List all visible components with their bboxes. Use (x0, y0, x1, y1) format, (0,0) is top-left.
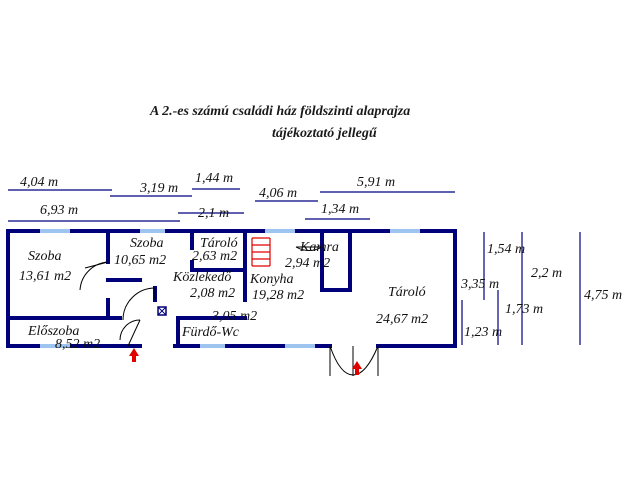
room-name: Tároló (388, 285, 426, 300)
dim-label: 3,19 m (140, 181, 179, 196)
room-name: Konyha (250, 272, 294, 287)
room-area: 10,65 m2 (114, 253, 167, 268)
room-name: Szoba (130, 236, 164, 251)
room-area: 8,52 m2 (55, 337, 101, 352)
dim-label: 4,06 m (259, 186, 298, 201)
doors (79, 246, 379, 376)
dim-label: 4,04 m (20, 175, 59, 190)
room-area: 2,63 m2 (192, 249, 238, 264)
entrance-arrow-right (352, 361, 362, 369)
top-dimension-lines (8, 188, 455, 222)
room-name: Közlekedő (173, 270, 232, 285)
dim-label: 1,73 m (505, 302, 544, 317)
room-area: 13,61 m2 (19, 269, 72, 284)
dim-label: 1,34 m (321, 202, 360, 217)
stairs (251, 237, 271, 267)
windows (40, 229, 420, 348)
vent-symbol (157, 306, 167, 316)
room-name: Előszoba (28, 324, 80, 339)
room-name: Fürdő-Wc (182, 325, 240, 340)
room-area: 24,67 m2 (376, 312, 429, 327)
room-name: Tároló (200, 236, 238, 251)
dim-label: 2,2 m (531, 266, 563, 281)
entrance-arrow-left (129, 348, 139, 356)
plan-title: A 2.-es számú családi ház földszinti ala… (150, 104, 411, 119)
dim-label: 1,54 m (487, 242, 526, 257)
room-name: Szoba (28, 249, 62, 264)
dim-label: 5,91 m (357, 175, 396, 190)
dim-label: 1,23 m (464, 325, 503, 340)
dim-label: 4,75 m (584, 288, 623, 303)
room-area: 2,08 m2 (190, 286, 236, 301)
entrance-arrow-left-stem (132, 356, 136, 362)
entrance-arrows (129, 348, 362, 375)
plan-subtitle: tájékoztató jellegű (272, 126, 377, 141)
dim-label: 3,35 m (461, 277, 500, 292)
room-area: 2,94 m2 (285, 256, 331, 271)
room-area: 19,28 m2 (252, 288, 305, 303)
entrance-arrow-right-stem (355, 369, 359, 375)
dim-label: 6,93 m (40, 203, 79, 218)
room-area: 3,05 m2 (212, 309, 258, 324)
dim-label: 2,1 m (198, 206, 230, 221)
right-dimension-lines (461, 232, 581, 345)
vent-cross-2 (157, 306, 167, 316)
room-name: Kamra (300, 240, 339, 255)
dim-label: 1,44 m (195, 171, 234, 186)
